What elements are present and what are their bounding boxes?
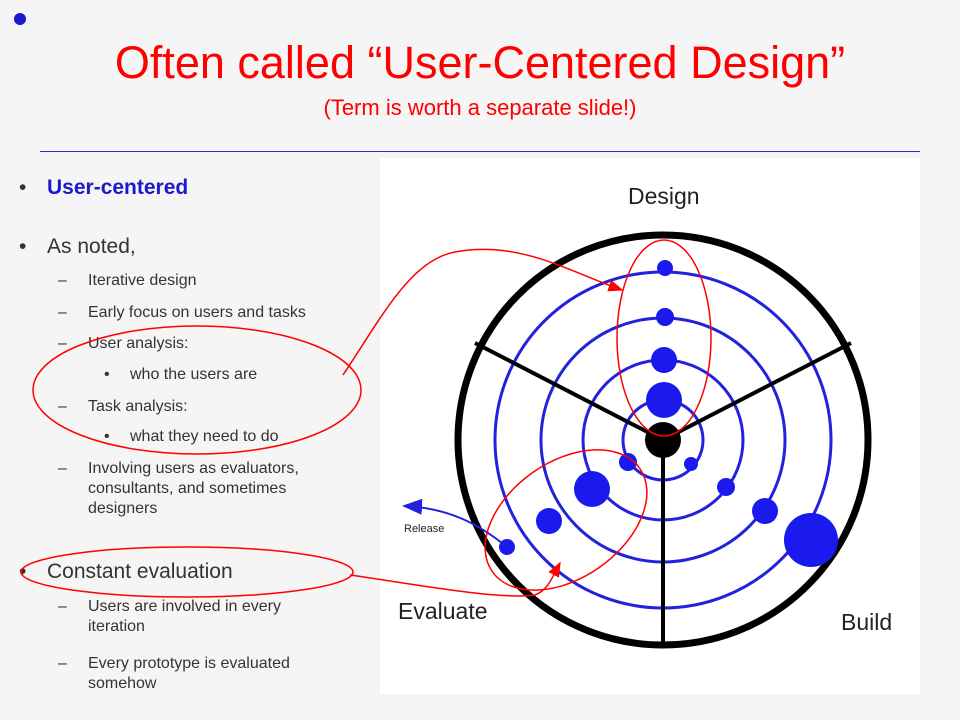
annotation-highlights: [20, 239, 712, 598]
slide-bullet-dot: [14, 13, 26, 25]
title-divider: [40, 151, 920, 152]
release-arrow: [402, 498, 508, 548]
slide-subtitle: (Term is worth a separate slide!): [323, 95, 637, 120]
label-release: Release: [404, 523, 444, 535]
annotation-arrow-top: [342, 248, 624, 376]
label-build: Build: [841, 609, 892, 635]
annotation-arrow-bottom: [349, 561, 561, 597]
iteration-nodes: [499, 260, 838, 567]
slide-title: Often called “User-Centered Design”: [114, 37, 846, 88]
cycle-spokes: [474, 341, 852, 645]
center-node: [645, 422, 681, 458]
label-design: Design: [628, 183, 700, 209]
bullet-list: • User-centered • As noted, –Iterative d…: [19, 176, 306, 692]
label-evaluate: Evaluate: [398, 598, 488, 624]
